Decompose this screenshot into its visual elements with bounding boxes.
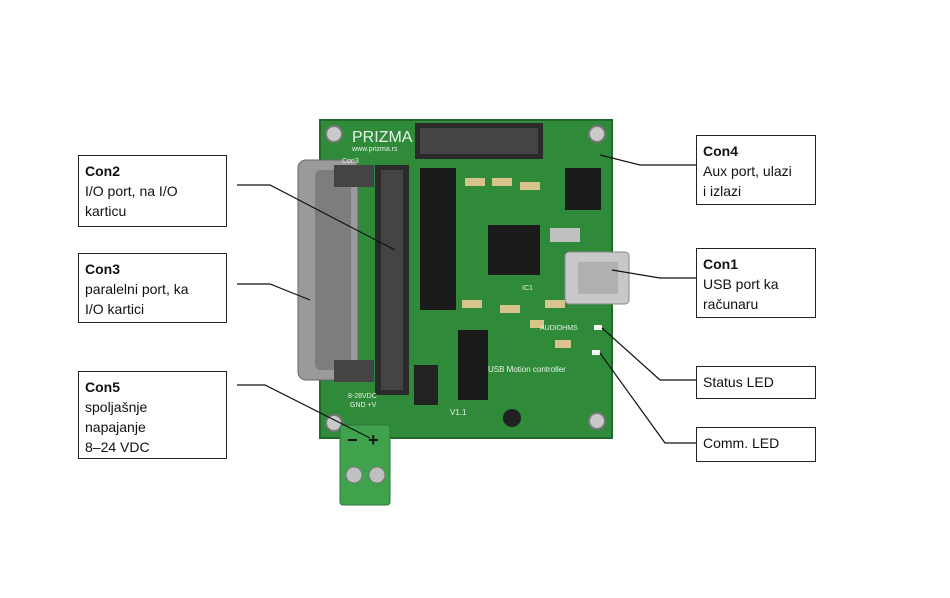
chips [420, 168, 601, 400]
comm-led [592, 350, 600, 355]
callout-line: I/O port, na I/O [85, 183, 178, 199]
callout-con1: Con1 USB port ka računaru [696, 248, 816, 318]
callout-line: 8–24 VDC [85, 439, 150, 455]
jumper [414, 365, 438, 405]
silk-con3: Con3 [342, 158, 359, 165]
callout-title: Con5 [85, 379, 120, 395]
silk-ic1: IC1 [522, 285, 533, 292]
leader-con4 [599, 154, 696, 166]
brand-text: PRIZMA [352, 129, 413, 146]
callout-title: Con3 [85, 261, 120, 277]
silk-audio: AUDIOHMS [540, 325, 578, 332]
status-led [594, 325, 602, 330]
db25-connector [297, 159, 374, 382]
callout-line: napajanje [85, 419, 146, 435]
usb-connector [564, 251, 630, 305]
callout-line: Status LED [703, 374, 774, 390]
callout-line: i izlazi [703, 183, 742, 199]
power-terminal [339, 424, 391, 506]
leader-con1 [611, 269, 696, 279]
callout-status-led: Status LED [696, 366, 816, 399]
callout-line: I/O kartici [85, 301, 145, 317]
callout-line: USB port ka [703, 276, 779, 292]
callout-line: računaru [703, 296, 759, 312]
callout-line: Comm. LED [703, 435, 780, 451]
callout-con4: Con4 Aux port, ulazi i izlazi [696, 135, 816, 205]
leader-con2 [237, 184, 396, 251]
callout-line: Aux port, ulazi [703, 163, 792, 179]
silk-gnd: GND +V [350, 402, 377, 409]
terminal-minus: − [347, 430, 358, 450]
callout-comm-led: Comm. LED [696, 427, 816, 462]
leader-con3 [237, 283, 311, 301]
terminal-plus: + [368, 430, 379, 450]
callout-line: karticu [85, 203, 127, 219]
callout-con3: Con3 paralelni port, ka I/O kartici [78, 253, 227, 323]
website-text: www.prizma.rs [351, 146, 398, 153]
callout-title: Con2 [85, 163, 120, 179]
callout-title: Con1 [703, 256, 738, 272]
leader-con5 [237, 384, 371, 439]
leader-status-led [601, 327, 696, 381]
callout-con5: Con5 spoljašnje napajanje 8–24 VDC [78, 371, 227, 459]
silk-usb: USB Motion controller [488, 365, 566, 374]
con2-header [375, 165, 409, 395]
con4-header [415, 123, 543, 159]
callout-line: paralelni port, ka [85, 281, 189, 297]
callout-title: Con4 [703, 143, 738, 159]
silk-power: 8-28VDC [348, 393, 377, 400]
buzzer [503, 409, 521, 427]
leader-comm-led [599, 352, 696, 444]
callout-con2: Con2 I/O port, na I/O karticu [78, 155, 227, 227]
callout-line: spoljašnje [85, 399, 148, 415]
small-components [462, 178, 571, 348]
silk-version: V1.1 [450, 408, 467, 417]
mounting-holes [325, 125, 606, 432]
